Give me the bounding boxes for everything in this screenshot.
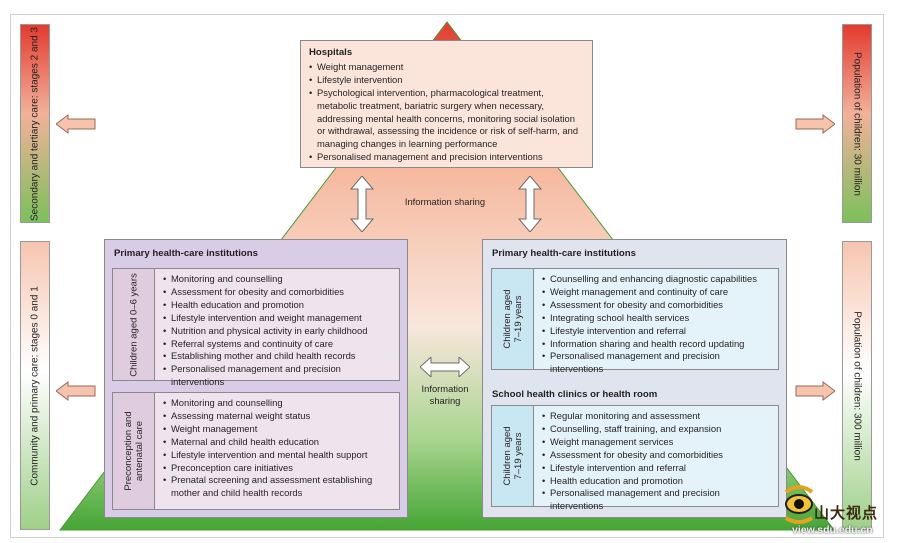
secondary-tertiary-care-label: Secondary and tertiary care: stages 2 an… bbox=[29, 26, 41, 221]
children-7-19-tab-label: Children aged 7–19 years bbox=[502, 289, 524, 348]
vertical-double-arrow-icon bbox=[518, 176, 542, 232]
population-300-million-bar: Population of children: 300 million bbox=[842, 241, 872, 530]
horizontal-double-arrow-icon bbox=[420, 357, 470, 377]
list-item: Assessment for obesity and comorbidities bbox=[542, 449, 774, 462]
list-item: Regular monitoring and assessment bbox=[542, 410, 774, 423]
school-health-section: Children aged 7–19 years Regular monitor… bbox=[491, 405, 779, 511]
list-item: Lifestyle intervention and referral bbox=[542, 462, 774, 475]
eye-logo-icon bbox=[784, 485, 814, 524]
list-item: Lifestyle intervention and weight manage… bbox=[163, 312, 395, 325]
school-tab-line1: Children aged bbox=[501, 426, 513, 486]
watermark-logo: 山大视点 view.sdu.edu.cn bbox=[780, 480, 898, 542]
information-sharing-middle-label: Information sharing bbox=[412, 383, 478, 407]
school-health-tab: Children aged 7–19 years bbox=[492, 406, 534, 506]
information-sharing-top-label: Information sharing bbox=[404, 196, 486, 207]
list-item: Health education and promotion bbox=[542, 475, 774, 488]
list-item: Monitoring and counselling bbox=[163, 397, 395, 410]
watermark-url: view.sdu.edu.cn bbox=[792, 524, 873, 536]
hospitals-title: Hospitals bbox=[309, 47, 353, 58]
list-item: Preconception care initiatives bbox=[163, 462, 395, 475]
list-item: Nutrition and physical activity in early… bbox=[163, 325, 395, 338]
list-item: Assessment for obesity and comorbidities bbox=[542, 299, 774, 312]
primary-care-left-title: Primary health-care institutions bbox=[114, 248, 258, 259]
secondary-tertiary-care-bar: Secondary and tertiary care: stages 2 an… bbox=[20, 24, 50, 223]
list-item: Lifestyle intervention and referral bbox=[542, 325, 774, 338]
list-item: Referral systems and continuity of care bbox=[163, 338, 395, 351]
preconception-list: Monitoring and counselling Assessing mat… bbox=[163, 397, 395, 500]
community-primary-care-label: Community and primary care: stages 0 and… bbox=[29, 285, 41, 486]
hospitals-box: Hospitals Weight management Lifestyle in… bbox=[300, 40, 593, 168]
list-item: Establishing mother and child health rec… bbox=[163, 350, 395, 363]
school-tab-line2: 7–19 years bbox=[512, 432, 524, 480]
school-health-list: Regular monitoring and assessment Counse… bbox=[542, 410, 774, 513]
children-7-19-tab-line1: Children aged bbox=[501, 289, 513, 349]
list-item: Personalised management and precision in… bbox=[542, 350, 774, 376]
children-7-19-tab-line2: 7–19 years bbox=[512, 295, 524, 343]
list-item: Assessment for obesity and comorbidities bbox=[163, 286, 395, 299]
preconception-antenatal-tab-label: Preconception and antenatal care bbox=[123, 411, 145, 490]
primary-care-right-title: Primary health-care institutions bbox=[492, 248, 636, 259]
children-7-19-section: Children aged 7–19 years Counselling and… bbox=[491, 268, 779, 374]
list-item: Weight management bbox=[163, 423, 395, 436]
list-item: Health education and promotion bbox=[163, 299, 395, 312]
vertical-double-arrow-icon bbox=[350, 176, 374, 232]
right-arrow-icon bbox=[795, 381, 835, 401]
children-7-19-list: Counselling and enhancing diagnostic cap… bbox=[542, 273, 774, 376]
list-item: Counselling, staff training, and expansi… bbox=[542, 423, 774, 436]
left-arrow-icon bbox=[56, 381, 96, 401]
community-primary-care-bar: Community and primary care: stages 0 and… bbox=[20, 241, 50, 530]
population-30-million-bar: Population of children: 30 million bbox=[842, 24, 872, 223]
list-item: Weight management services bbox=[542, 436, 774, 449]
list-item: Maternal and child health education bbox=[163, 436, 395, 449]
population-30-million-label: Population of children: 30 million bbox=[851, 51, 863, 196]
list-item: Personalised management and precision in… bbox=[542, 487, 774, 513]
school-health-tab-label: Children aged 7–19 years bbox=[502, 426, 524, 485]
list-item: Monitoring and counselling bbox=[163, 273, 395, 286]
primary-care-right-panel: Primary health-care institutions Childre… bbox=[482, 239, 787, 518]
watermark-name: 山大视点 bbox=[814, 504, 879, 522]
list-item: Personalised management and precision in… bbox=[309, 151, 584, 164]
information-sharing-middle-line2: sharing bbox=[429, 395, 461, 406]
right-arrow-icon bbox=[795, 114, 835, 134]
list-item: Information sharing and health record up… bbox=[542, 338, 774, 351]
children-0-6-tab: Children aged 0–6 years bbox=[113, 269, 155, 380]
population-300-million-label: Population of children: 300 million bbox=[851, 310, 863, 461]
list-item: Counselling and enhancing diagnostic cap… bbox=[542, 273, 774, 286]
list-item: Personalised management and precision in… bbox=[163, 363, 395, 389]
children-0-6-tab-label: Children aged 0–6 years bbox=[128, 272, 139, 377]
children-7-19-tab: Children aged 7–19 years bbox=[492, 269, 534, 369]
list-item: Integrating school health services bbox=[542, 312, 774, 325]
school-health-title: School health clinics or health room bbox=[492, 389, 658, 400]
list-item: Lifestyle intervention and mental health… bbox=[163, 449, 395, 462]
preconception-tab-line2: antenatal care bbox=[133, 420, 145, 482]
list-item: Lifestyle intervention bbox=[309, 74, 584, 87]
preconception-tab-line1: Preconception and bbox=[122, 411, 134, 491]
left-arrow-icon bbox=[56, 114, 96, 134]
list-item: Weight management and continuity of care bbox=[542, 286, 774, 299]
hospitals-list: Weight management Lifestyle intervention… bbox=[309, 61, 584, 164]
children-0-6-section: Children aged 0–6 years Monitoring and c… bbox=[112, 268, 400, 387]
primary-care-left-panel: Primary health-care institutions Childre… bbox=[104, 239, 408, 518]
preconception-antenatal-tab: Preconception and antenatal care bbox=[113, 393, 155, 509]
list-item: Assessing maternal weight status bbox=[163, 410, 395, 423]
list-item: Psychological intervention, pharmacologi… bbox=[309, 87, 584, 152]
figure-frame bbox=[10, 14, 884, 538]
children-0-6-list: Monitoring and counselling Assessment fo… bbox=[163, 273, 395, 389]
list-item: Weight management bbox=[309, 61, 584, 74]
list-item: Prenatal screening and assessment establ… bbox=[163, 474, 395, 500]
preconception-antenatal-section: Preconception and antenatal care Monitor… bbox=[112, 392, 400, 510]
information-sharing-middle-line1: Information bbox=[421, 383, 469, 394]
